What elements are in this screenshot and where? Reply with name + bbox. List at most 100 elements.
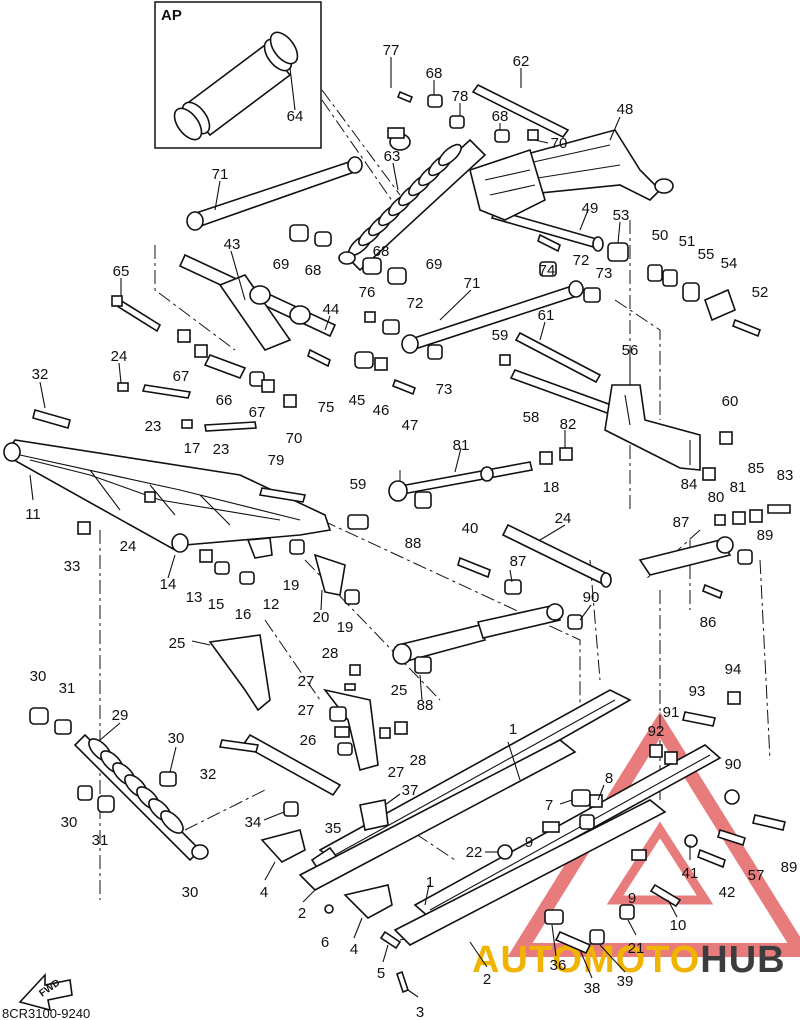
callout-26: 26	[300, 732, 317, 749]
callout-69: 69	[273, 256, 290, 273]
callout-53: 53	[613, 207, 630, 224]
callout-65: 65	[113, 263, 130, 280]
callout-58: 58	[523, 409, 540, 426]
leader-lines	[29, 57, 691, 998]
callout-30: 30	[168, 730, 185, 747]
part-rail-1-lower	[413, 744, 722, 919]
callout-1: 1	[509, 721, 517, 738]
callout-36: 36	[550, 957, 567, 974]
callout-5: 5	[377, 965, 385, 982]
callout-44: 44	[323, 301, 340, 318]
callout-31: 31	[59, 680, 76, 697]
part-bolt-65	[111, 295, 162, 333]
callout-23: 23	[213, 441, 230, 458]
callout-85: 85	[748, 460, 765, 477]
callout-15: 15	[208, 596, 225, 613]
callout-46: 46	[373, 402, 390, 419]
callout-24: 24	[120, 538, 137, 555]
callout-41: 41	[682, 865, 699, 882]
watermark-text: AUTOMOTOHUB	[472, 939, 786, 981]
callout-73: 73	[596, 265, 613, 282]
callout-70: 70	[286, 430, 303, 447]
callout-84: 84	[681, 476, 698, 493]
callout-30: 30	[182, 884, 199, 901]
callout-21: 21	[628, 940, 645, 957]
callout-83: 83	[777, 467, 794, 484]
callout-14: 14	[160, 576, 177, 593]
parts: FWD	[3, 83, 791, 1012]
callout-32: 32	[32, 366, 49, 383]
callout-48: 48	[617, 101, 634, 118]
part-bracket-assembly	[469, 148, 546, 221]
callout-32: 32	[200, 766, 217, 783]
part-link-35	[241, 733, 342, 797]
part-bracket-37	[359, 799, 389, 831]
callout-71: 71	[212, 166, 229, 183]
callout-11: 11	[25, 506, 41, 523]
callout-81: 81	[730, 479, 747, 496]
callout-35: 35	[325, 820, 342, 837]
callout-27: 27	[298, 673, 315, 690]
callout-8: 8	[605, 770, 613, 787]
callout-61: 61	[538, 307, 555, 324]
part-rod-71-lower	[401, 280, 584, 354]
callout-42: 42	[719, 884, 736, 901]
callout-56: 56	[622, 342, 639, 359]
callout-89: 89	[781, 859, 798, 876]
callout-60: 60	[722, 393, 739, 410]
callout-77: 77	[383, 42, 400, 59]
callout-24: 24	[555, 510, 572, 527]
callout-9: 9	[525, 834, 533, 851]
callout-25: 25	[391, 682, 408, 699]
callout-93: 93	[689, 683, 706, 700]
callout-38: 38	[584, 980, 601, 997]
callout-90: 90	[583, 589, 600, 606]
part-guard-4-lower	[343, 884, 393, 919]
callout-89: 89	[757, 527, 774, 544]
callout-40: 40	[462, 520, 479, 537]
callout-86: 86	[700, 614, 717, 631]
callout-59: 59	[492, 327, 509, 344]
small-hardware	[29, 90, 791, 994]
callout-47: 47	[402, 417, 419, 434]
callout-50: 50	[652, 227, 669, 244]
callout-37: 37	[402, 782, 419, 799]
callout-2: 2	[298, 905, 306, 922]
part-rod-79	[388, 461, 533, 502]
callout-25: 25	[169, 635, 186, 652]
callout-7: 7	[545, 797, 553, 814]
callout-20: 20	[313, 609, 330, 626]
callout-2: 2	[483, 971, 491, 988]
callout-3: 3	[416, 1004, 424, 1020]
callout-6: 6	[321, 934, 329, 951]
callout-57: 57	[748, 867, 765, 884]
part-arm-80	[638, 536, 734, 576]
callout-78: 78	[452, 88, 469, 105]
part-axle-49	[490, 209, 604, 252]
part-rod-62	[471, 83, 570, 139]
watermark-moto: MOTO	[583, 939, 700, 981]
part-rod-61	[514, 331, 602, 384]
callout-27: 27	[388, 764, 405, 781]
part-shock-29	[73, 733, 209, 862]
callout-10: 10	[670, 917, 687, 934]
inset-label: AP	[161, 7, 182, 24]
callout-13: 13	[186, 589, 203, 606]
callout-34: 34	[245, 814, 262, 831]
callout-75: 75	[318, 399, 335, 416]
callout-91: 91	[663, 704, 680, 721]
callout-17: 17	[184, 440, 201, 457]
callout-27: 27	[298, 702, 315, 719]
callout-1: 1	[426, 874, 434, 891]
part-frame-11	[3, 439, 332, 553]
callout-66: 66	[216, 392, 233, 409]
callout-29: 29	[112, 707, 129, 724]
callout-4: 4	[260, 884, 268, 901]
callout-52: 52	[752, 284, 769, 301]
part-slide-2-lower	[393, 799, 667, 946]
part-bracket-25	[208, 634, 271, 712]
callout-28: 28	[410, 752, 427, 769]
callout-92: 92	[648, 723, 665, 740]
